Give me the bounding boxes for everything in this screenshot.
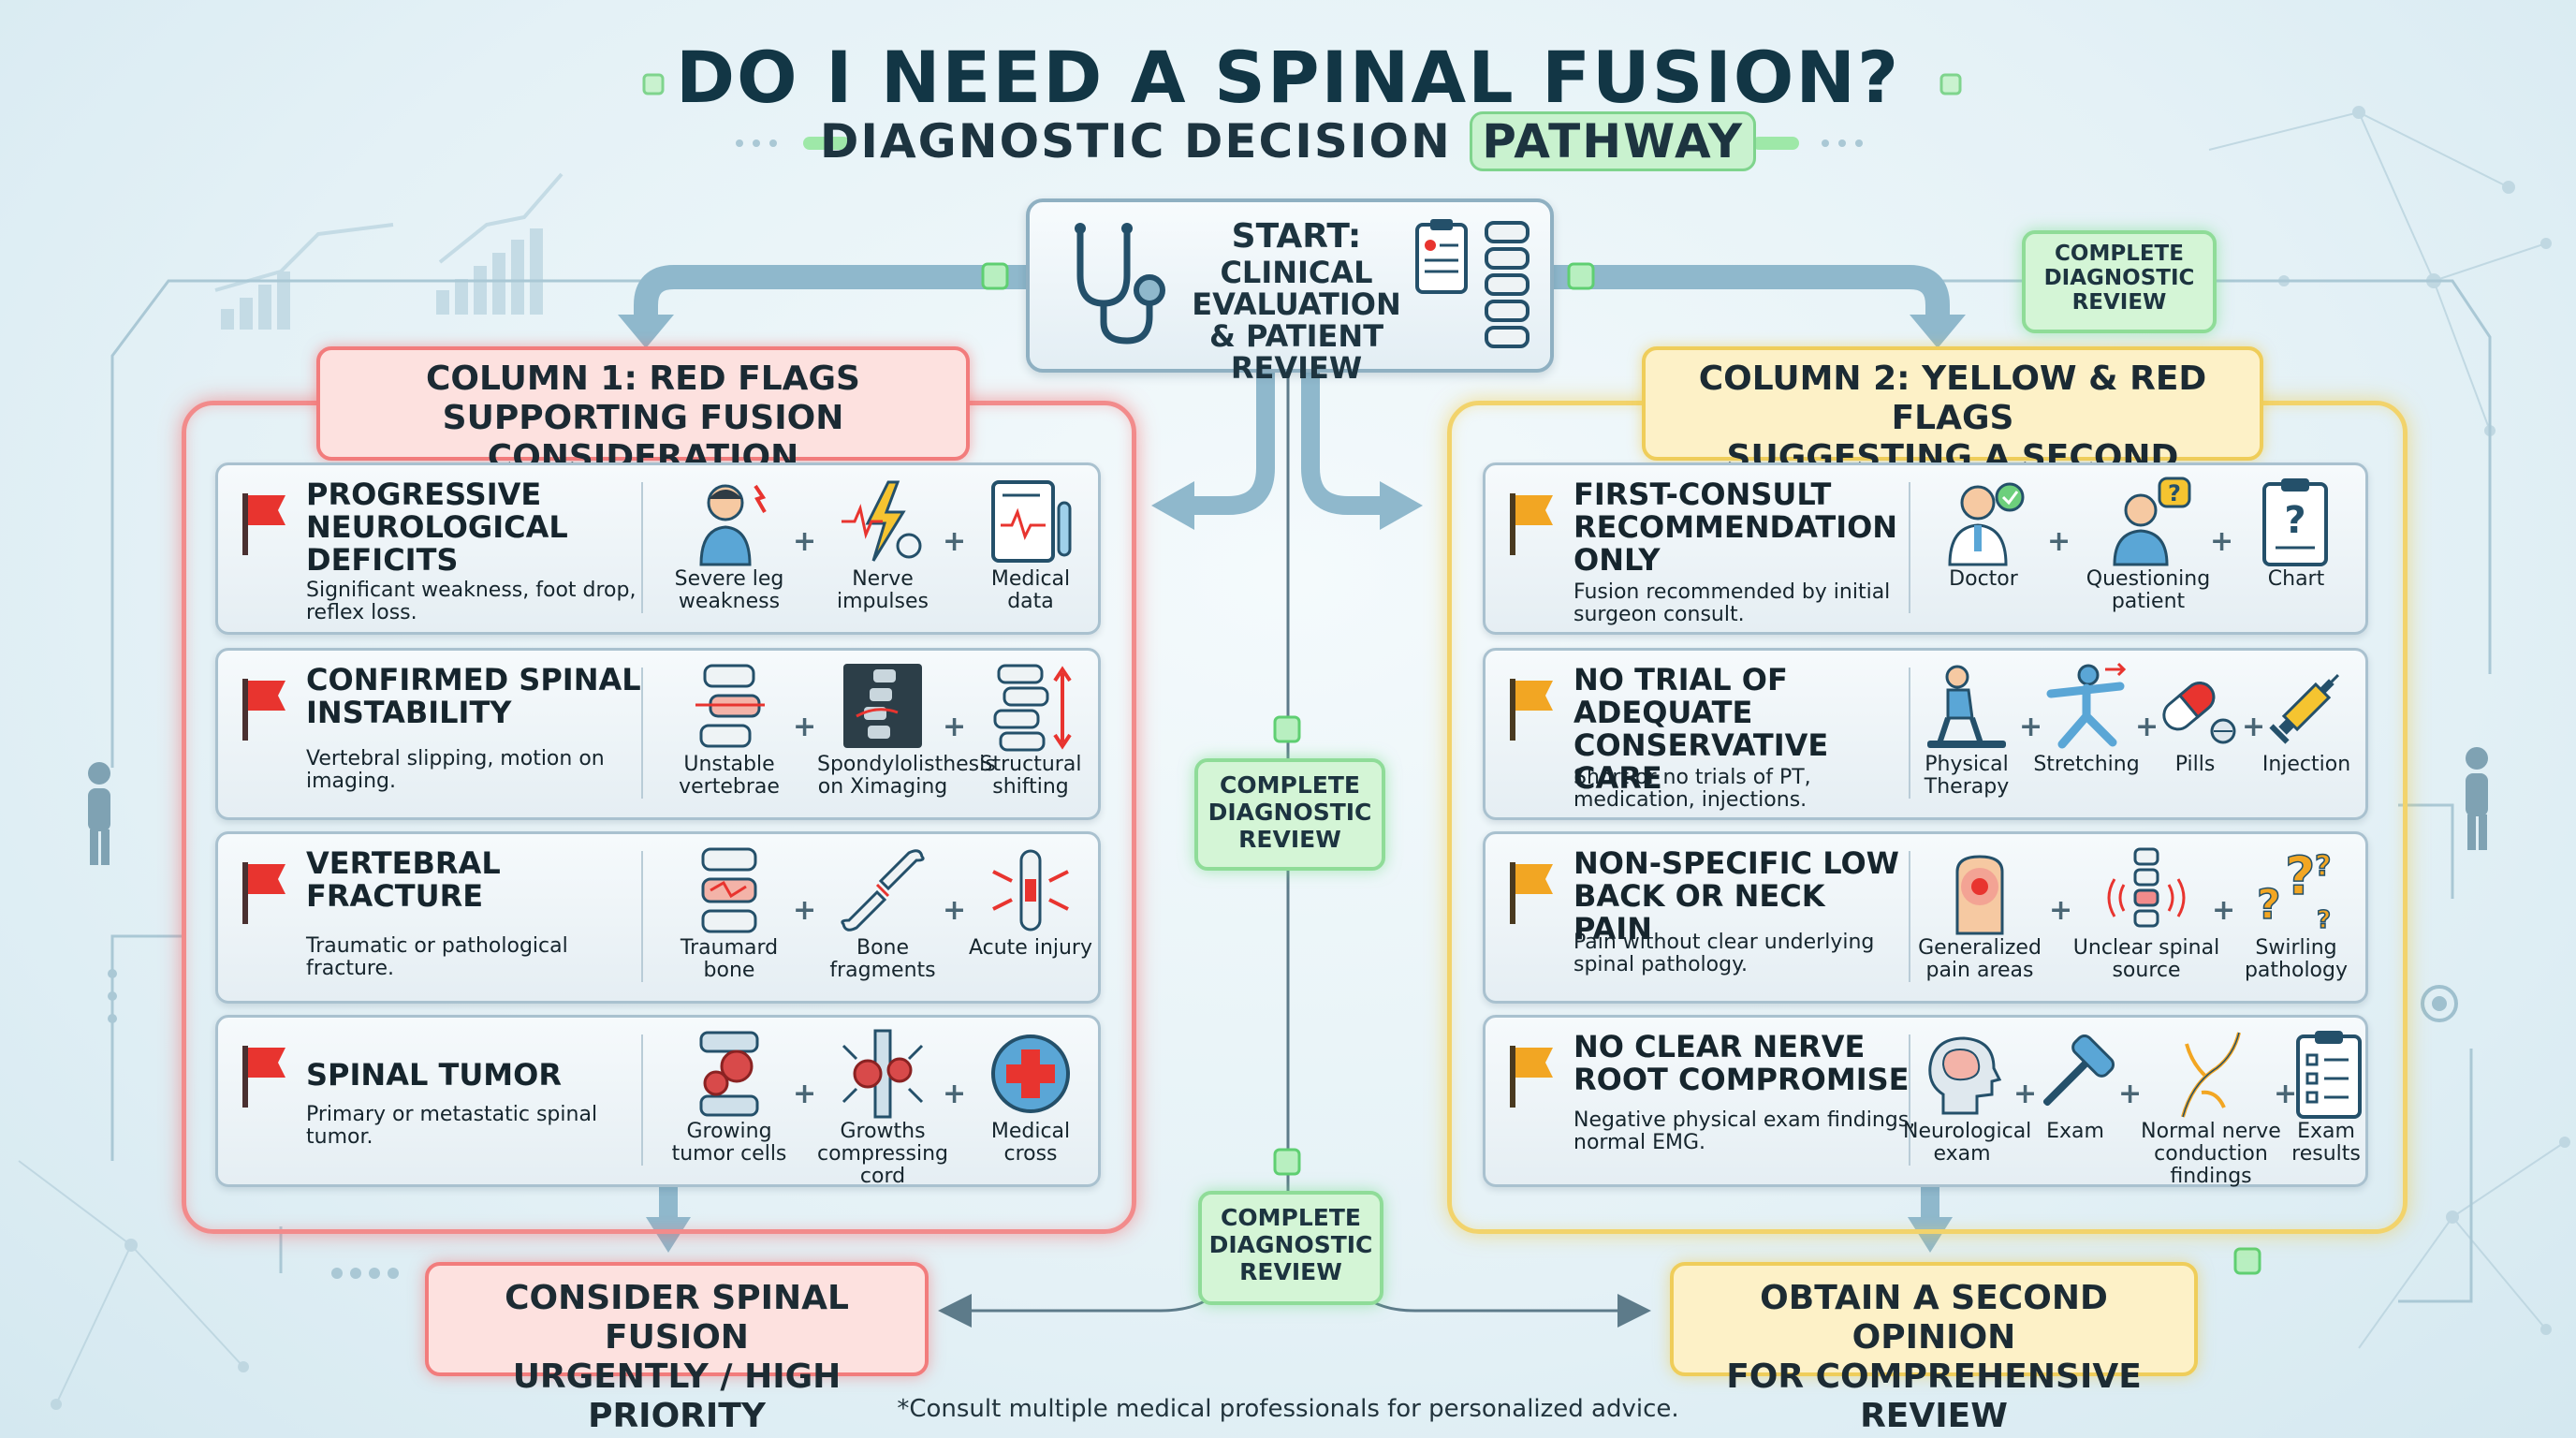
start-box: START: CLINICAL EVALUATION & PATIENT REV…	[1026, 198, 1554, 384]
review-badge-bottom: COMPLETE DIAGNOSTIC REVIEW	[1198, 1191, 1383, 1305]
xray-icon: Spondylolisthesis on Ximaging	[817, 660, 996, 810]
svg-text:?: ?	[2284, 499, 2305, 542]
doctor-icon: Doctor	[1918, 475, 2049, 624]
page-subtitle: DIAGNOSTIC DECISION PATHWAY	[0, 111, 2576, 171]
column2-card-nerve-root: NO CLEAR NERVE ROOT COMPROMISE Negative …	[1483, 1015, 2369, 1188]
nerve-lines-icon: Normal nerve conduction findings	[2131, 1027, 2291, 1188]
column2-card-nonspecific-pain: NON-SPECIFIC LOW BACK OR NECK PAIN Pain …	[1483, 831, 2368, 1004]
red-flag-icon	[242, 679, 285, 741]
column2-card-conservative-care: NO TRIAL OF ADEQUATE CONSERVATIVE CARE S…	[1483, 648, 2368, 820]
svg-text:?: ?	[2315, 850, 2331, 883]
outcome-consider-fusion: CONSIDER SPINAL FUSION URGENTLY / HIGH P…	[425, 1262, 929, 1435]
chart-decoration-icon	[221, 228, 543, 330]
fractured-vertebra-icon: Traumard bone	[664, 844, 795, 993]
column1-card-tumor: SPINAL TUMOR Primary or metastatic spina…	[215, 1015, 1101, 1188]
column2-header: COLUMN 2: YELLOW & RED FLAGS SUGGESTING …	[1642, 346, 2263, 516]
physical-therapy-icon: Physical Therapy	[1912, 660, 2021, 810]
column2-card-first-consult: FIRST-CONSULT RECOMMENDATION ONLY Fusion…	[1483, 462, 2368, 635]
yellow-flag-icon	[1510, 679, 1553, 741]
questioning-patient-icon: ? Questioning patient	[2086, 477, 2211, 613]
question-marks-icon: ???? Swirling pathology	[2244, 845, 2349, 982]
subtitle-highlight: PATHWAY	[1470, 111, 1757, 171]
compressed-cord-icon: Growths compressing cord	[817, 1027, 948, 1188]
clipboard-icon	[1415, 219, 1468, 294]
svg-text:?: ?	[2285, 846, 2315, 907]
red-flag-icon	[242, 862, 285, 924]
yellow-flag-icon	[1510, 862, 1553, 924]
circuit-lines	[110, 279, 2492, 1303]
yellow-flag-icon	[1510, 1046, 1553, 1108]
tumor-cells-icon: Growing tumor cells	[664, 1027, 795, 1177]
exam-results-icon: Exam results	[2283, 1027, 2369, 1177]
svg-text:?: ?	[2168, 480, 2181, 506]
start-label: START: CLINICAL EVALUATION & PATIENT REV…	[1192, 217, 1401, 386]
acute-injury-icon: Acute injury	[965, 844, 1096, 993]
network-pattern	[18, 106, 2570, 1410]
spine-source-icon: Unclear spinal source	[2070, 844, 2223, 993]
review-badge-top-right: COMPLETE DIAGNOSTIC REVIEW	[2022, 230, 2217, 333]
page-title: DO I NEED A SPINAL FUSION?	[675, 36, 1901, 119]
unstable-vertebrae-icon: Unstable vertebrae	[664, 660, 795, 810]
reflex-hammer-icon: Exam	[2028, 1027, 2122, 1177]
stretching-icon: Stretching	[2032, 660, 2141, 810]
yellow-flag-icon	[1510, 493, 1553, 555]
person-pain-icon: Severe leg weakness	[664, 475, 795, 624]
column1-card-instability: CONFIRMED SPINAL INSTABILITY Vertebral s…	[215, 648, 1101, 820]
red-flag-icon	[242, 493, 285, 555]
nerve-impulse-icon: Nerve impulses	[817, 475, 948, 624]
pain-area-icon: Generalized pain areas	[1914, 844, 2045, 993]
medical-cross-icon: Medical cross	[965, 1027, 1096, 1177]
shifting-spine-icon: Structural shifting	[965, 660, 1096, 810]
broken-bone-icon: Bone fragments	[817, 844, 948, 993]
column1-card-neuro-deficits: PROGRESSIVE NEUROLOGICAL DEFICITS Signif…	[215, 462, 1101, 635]
chart-clipboard-icon: ? Chart	[2231, 475, 2362, 624]
review-badge-center: COMPLETE DIAGNOSTIC REVIEW	[1194, 758, 1385, 871]
svg-text:?: ?	[2317, 906, 2331, 934]
syringe-icon: Injection	[2255, 660, 2358, 810]
brain-head-icon: Neurological exam	[1903, 1027, 2031, 1177]
svg-text:?: ?	[2257, 881, 2281, 929]
subtitle-lead: DIAGNOSTIC DECISION	[819, 114, 1452, 169]
column1-header: COLUMN 1: RED FLAGS SUPPORTING FUSION CO…	[316, 346, 970, 477]
footnote: *Consult multiple medical professionals …	[897, 1395, 1679, 1423]
column1-card-fracture: VERTEBRAL FRACTURE Traumatic or patholog…	[215, 831, 1101, 1004]
stethoscope-icon	[1075, 223, 1165, 345]
person-silhouette-icon	[88, 747, 2488, 865]
pills-icon: Pills	[2146, 660, 2244, 810]
outcome-second-opinion: OBTAIN A SECOND OPINION FOR COMPREHENSIV…	[1670, 1262, 2198, 1435]
red-flag-icon	[242, 1046, 285, 1108]
medical-data-icon: Medical data	[965, 475, 1096, 624]
spine-icon	[1485, 221, 1530, 348]
